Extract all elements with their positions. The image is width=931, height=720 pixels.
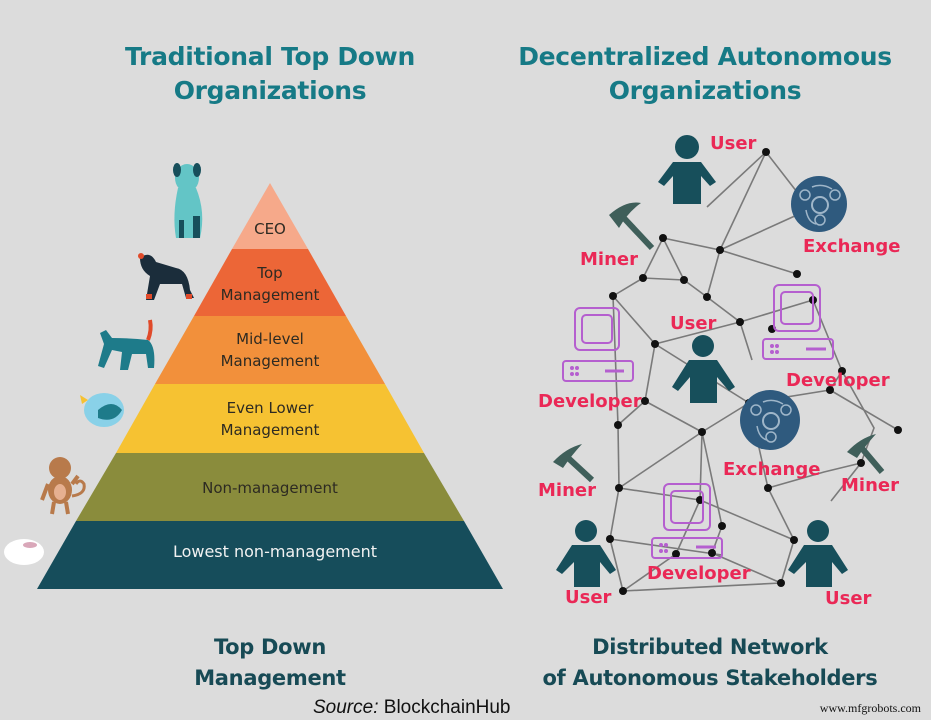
tier-label-even-lower: Even Lower Management bbox=[220, 399, 320, 439]
label-developer-left: Developer bbox=[538, 391, 642, 412]
label-user-mid: User bbox=[670, 313, 717, 334]
label-developer-right: Developer bbox=[786, 370, 890, 391]
computer-icon-left bbox=[562, 307, 634, 382]
pyramid-tier-top-management bbox=[194, 249, 346, 316]
left-subtitle: Top Down Management bbox=[194, 635, 346, 690]
right-title: Decentralized Autonomous Organizations bbox=[518, 42, 892, 105]
sheep-icon bbox=[4, 539, 44, 565]
network-nodes bbox=[606, 148, 902, 595]
tier-label-ceo: CEO bbox=[254, 220, 286, 238]
label-exchange-mid: Exchange bbox=[723, 459, 821, 480]
user-icon-bottom-right bbox=[788, 520, 848, 587]
pyramid-tier-ceo bbox=[232, 183, 308, 249]
label-miner-top: Miner bbox=[580, 249, 638, 270]
left-title: Traditional Top Down Organizations bbox=[125, 42, 415, 105]
pyramid-tier-lowest bbox=[37, 521, 503, 589]
pickaxe-icon-left bbox=[553, 444, 595, 483]
rottweiler-icon bbox=[138, 253, 194, 300]
pickaxe-icon-top bbox=[609, 202, 655, 251]
pyramid-tier-non-management bbox=[76, 453, 464, 521]
label-exchange-top: Exchange bbox=[803, 236, 901, 257]
label-user-bottom-left: User bbox=[565, 587, 612, 608]
pyramid-tier-mid-level bbox=[155, 316, 385, 384]
pyramid-tier-even-lower bbox=[116, 384, 424, 453]
standing-dog-icon bbox=[173, 163, 203, 238]
tier-label-mid-level: Mid-level Management bbox=[220, 330, 320, 370]
label-miner-left: Miner bbox=[538, 480, 596, 501]
right-subtitle: Distributed Network of Autonomous Stakeh… bbox=[542, 635, 878, 690]
source-credit: Source: BlockchainHub bbox=[313, 697, 511, 718]
label-user-bottom-right: User bbox=[825, 588, 872, 609]
pyramid bbox=[37, 183, 503, 589]
monkey-icon bbox=[40, 457, 86, 515]
computer-icon-right bbox=[762, 284, 834, 360]
computer-icon-bottom bbox=[651, 483, 723, 559]
user-icon-top bbox=[658, 135, 716, 204]
pickaxe-icon-right bbox=[847, 434, 885, 474]
cat-icon bbox=[98, 319, 155, 370]
exchange-icon-top bbox=[791, 176, 847, 232]
bird-icon bbox=[80, 393, 124, 427]
tier-label-top-management: Top Management bbox=[220, 264, 320, 304]
label-miner-right: Miner bbox=[841, 475, 899, 496]
tier-label-non-management: Non-management bbox=[202, 479, 338, 497]
user-icon-mid bbox=[672, 335, 735, 403]
exchange-icon-mid bbox=[740, 390, 800, 450]
label-developer-bottom: Developer bbox=[647, 563, 751, 584]
tier-label-lowest: Lowest non-management bbox=[172, 542, 378, 561]
label-user-top: User bbox=[710, 133, 757, 154]
user-icon-bottom-left bbox=[556, 520, 616, 587]
watermark: www.mfgrobots.com bbox=[819, 701, 921, 715]
